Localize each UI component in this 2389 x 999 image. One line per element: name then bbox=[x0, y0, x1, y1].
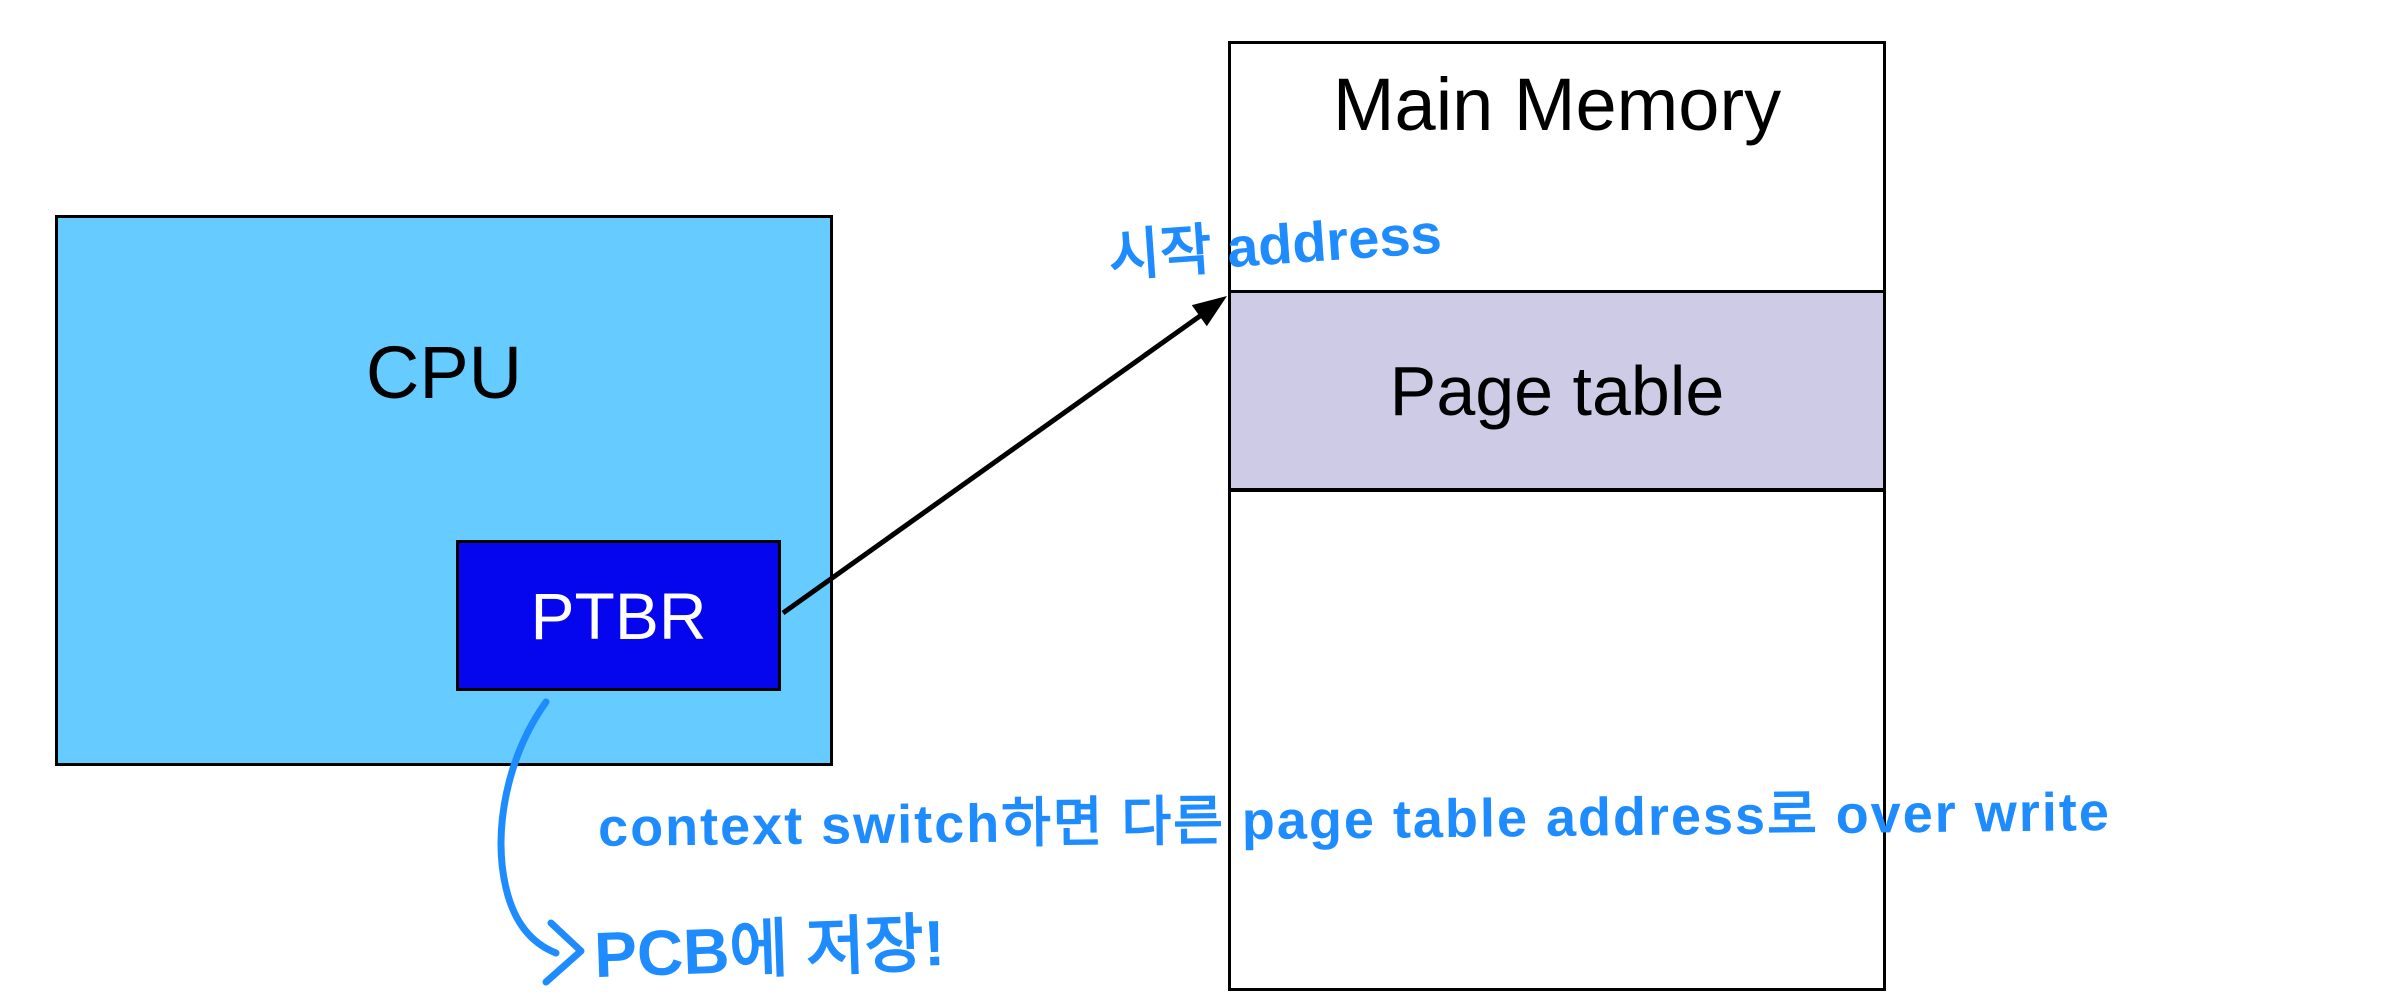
note-pcb-save: PCB에 저장! bbox=[593, 906, 947, 992]
main-memory-box bbox=[1228, 41, 1886, 991]
main-memory-title: Main Memory bbox=[1332, 63, 1782, 146]
cpu-label: CPU bbox=[365, 331, 523, 414]
page-table-label: Page table bbox=[1389, 351, 1725, 430]
ptbr-box: PTBR bbox=[456, 540, 781, 691]
ptbr-label: PTBR bbox=[530, 578, 707, 653]
arrow-ptbr-to-pagetable bbox=[781, 296, 1227, 616]
page-table-band: Page table bbox=[1231, 290, 1883, 492]
note-context-switch: context switch하면 다른 page table address로 … bbox=[597, 782, 2112, 858]
